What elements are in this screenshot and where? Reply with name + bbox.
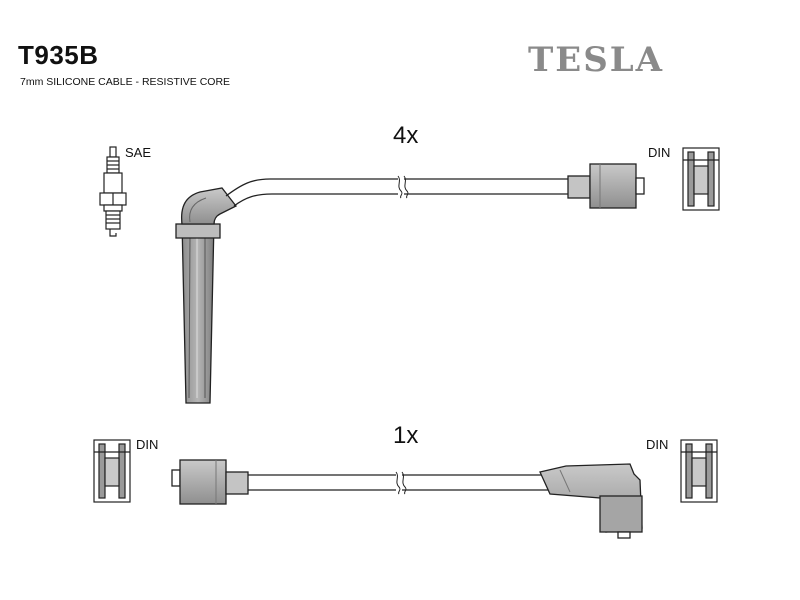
brand-logo: TESLA (528, 40, 665, 80)
din-coil-cap-icon (680, 439, 718, 503)
bottom-right-din-label: DIN (646, 437, 669, 452)
product-code: T935B (18, 40, 99, 70)
spark-plug-label-sae: SAE (125, 145, 152, 160)
spark-plug-icon (99, 146, 127, 237)
top-ignition-lead (175, 163, 645, 404)
top-quantity: 4x (393, 122, 419, 149)
din-coil-cap-icon (93, 439, 131, 503)
bottom-left-din-label: DIN (136, 437, 159, 452)
din-coil-cap-icon (682, 147, 720, 211)
product-subtitle: 7mm SILICONE CABLE - RESISTIVE CORE (20, 76, 231, 88)
bottom-quantity: 1x (393, 422, 419, 449)
top-right-din-label: DIN (648, 145, 671, 160)
bottom-ignition-lead (171, 459, 643, 539)
